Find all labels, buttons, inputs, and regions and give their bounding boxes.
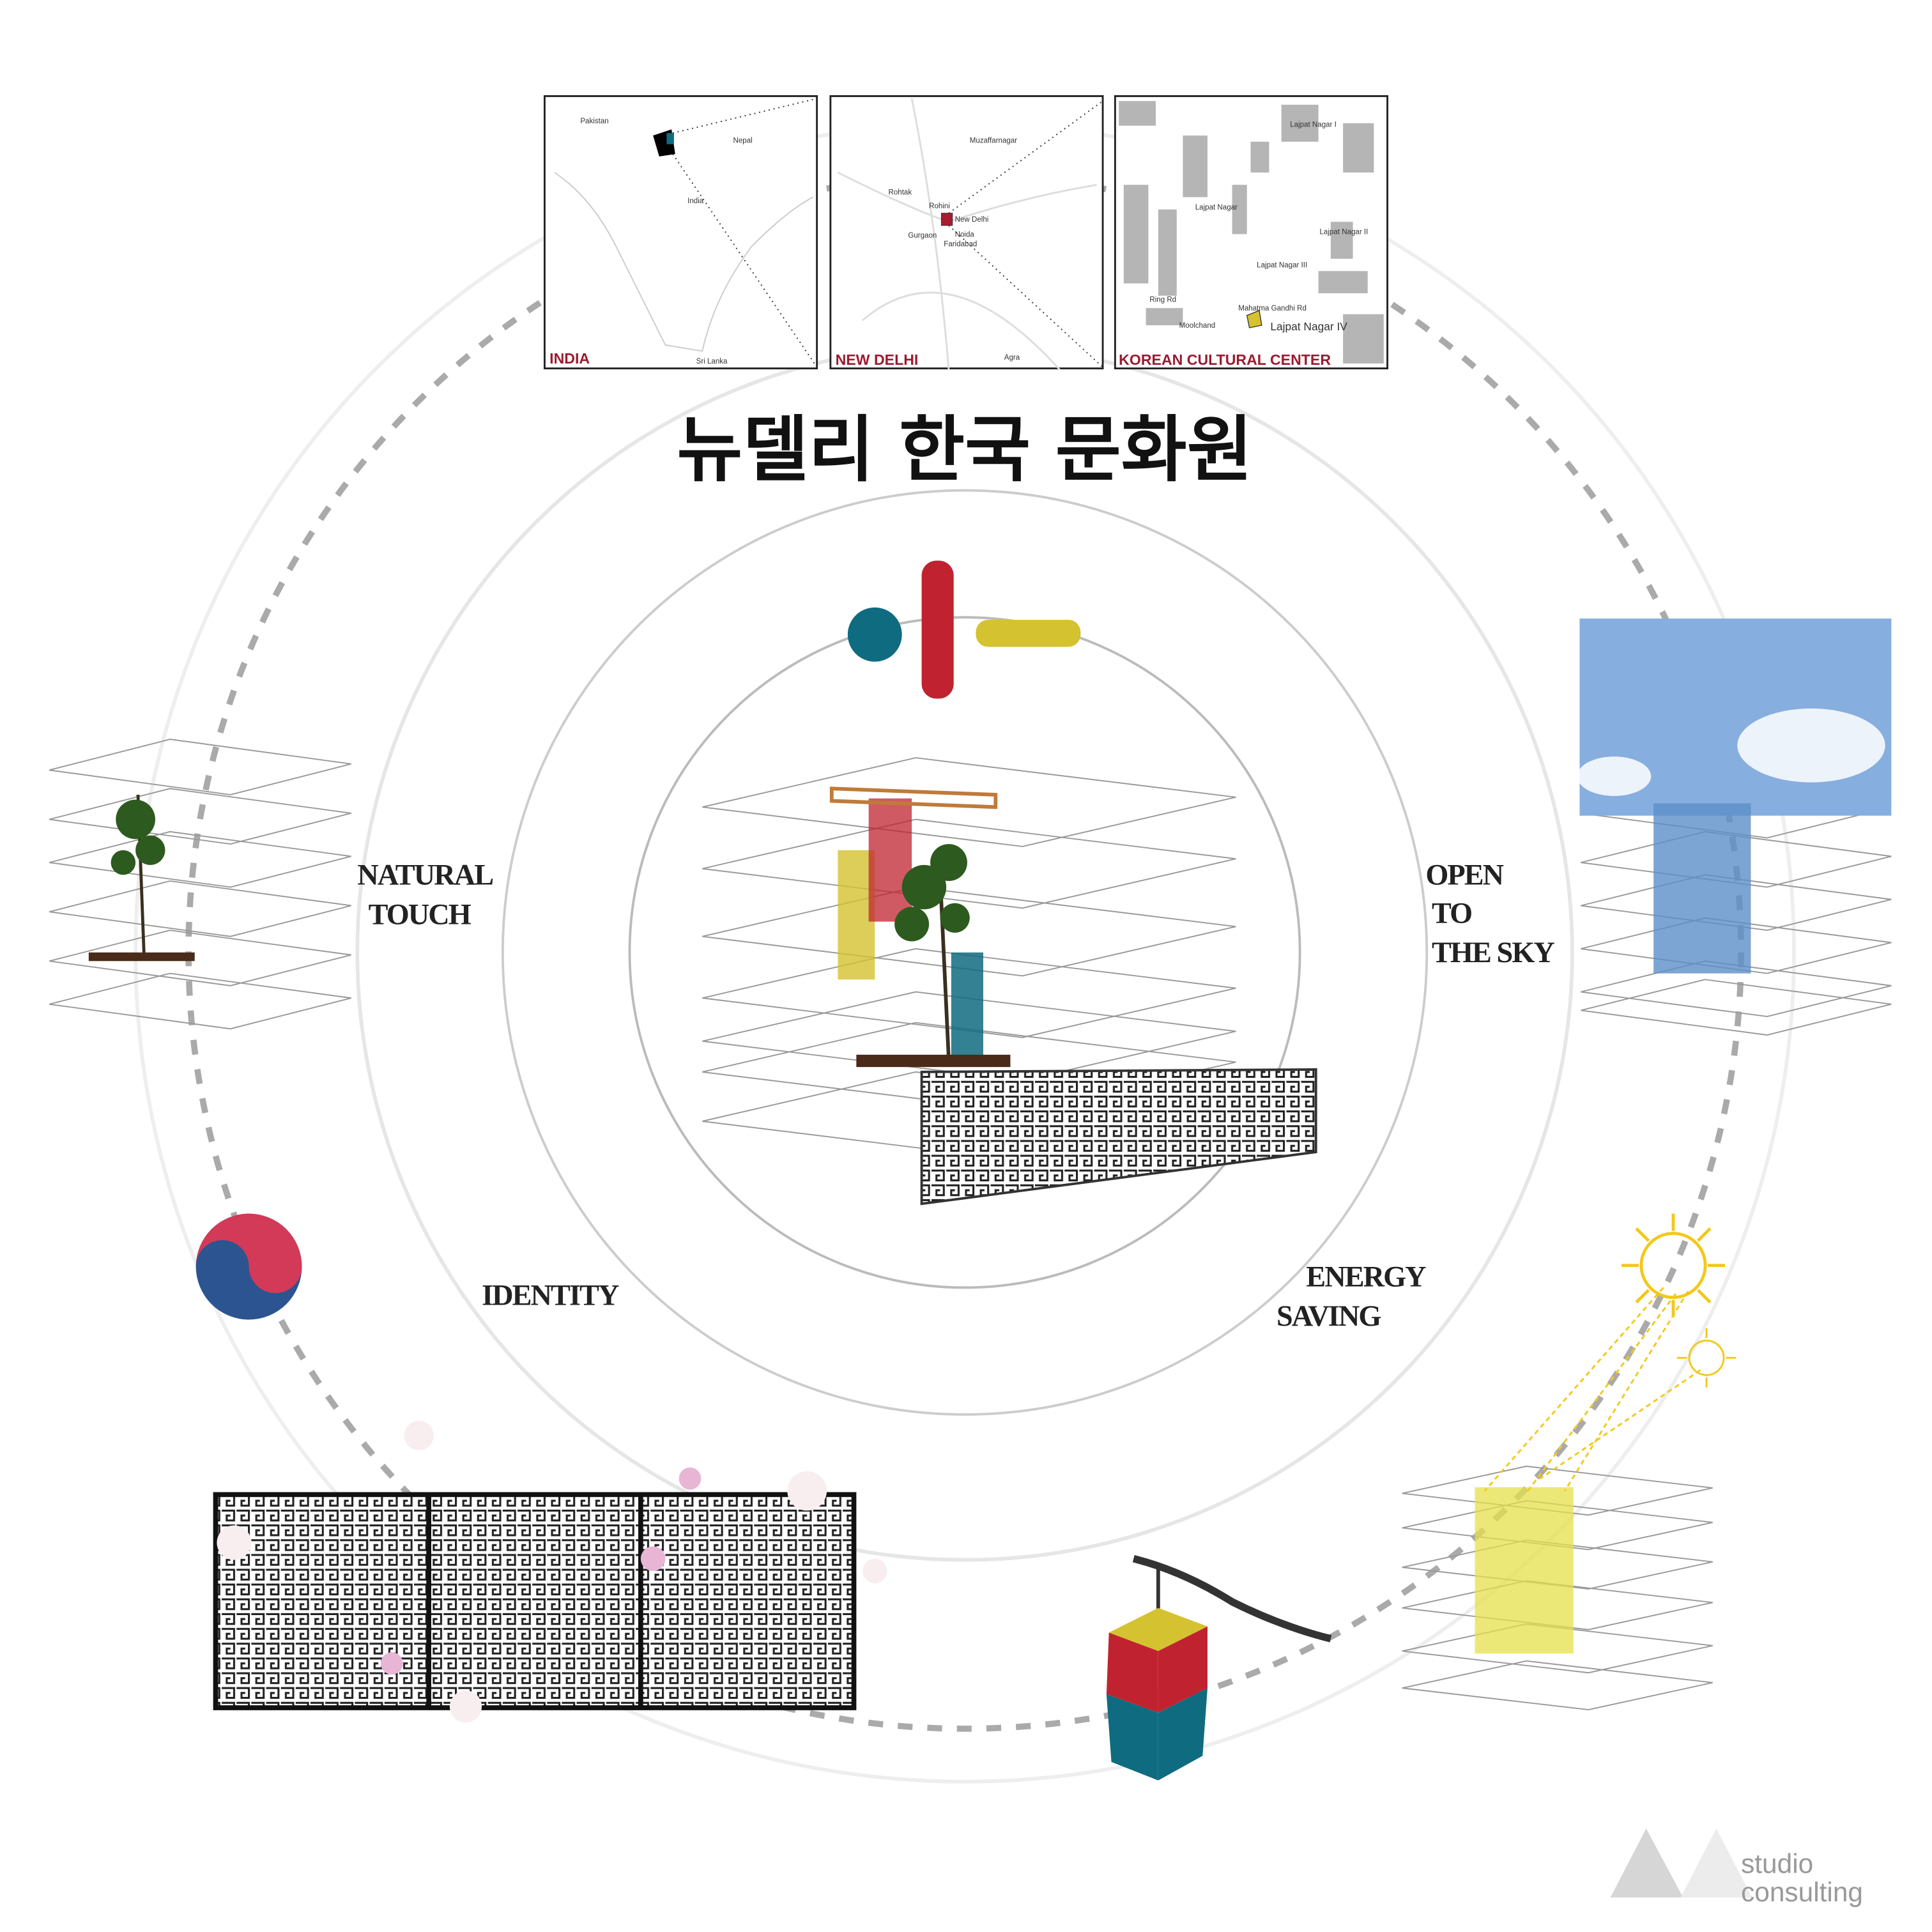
place-label: Lajpat Nagar I bbox=[1290, 121, 1337, 129]
map-label-kcc: KOREAN CULTURAL CENTER bbox=[1119, 351, 1331, 368]
place-label: Faridabad bbox=[944, 241, 977, 249]
place-label: Agra bbox=[1004, 354, 1020, 362]
taegeuk-icon bbox=[195, 1213, 302, 1320]
map-india: Pakistan Nepal India Sri Lanka INDIA bbox=[543, 95, 818, 370]
map-label-new-delhi: NEW DELHI bbox=[836, 351, 919, 368]
floor-slab bbox=[702, 818, 1236, 909]
place-label: India bbox=[687, 197, 704, 205]
svg-text:consulting: consulting bbox=[1741, 1877, 1863, 1907]
sun-volume bbox=[1475, 1487, 1574, 1654]
place-label: Lajpat Nagar II bbox=[1320, 228, 1368, 236]
map-label-india: INDIA bbox=[549, 350, 590, 367]
blue-volume bbox=[951, 952, 983, 1057]
blue-brush-stroke bbox=[847, 607, 902, 662]
map-korean-cultural-center: Lajpat Nagar I Lajpat Nagar Lajpat Nagar… bbox=[1114, 95, 1389, 370]
label-identity: IDENTITY bbox=[482, 1279, 619, 1312]
tree-canopy bbox=[894, 844, 970, 942]
studio-consulting-logo: studio consulting bbox=[1610, 1828, 1863, 1907]
place-label: New Delhi bbox=[955, 216, 989, 224]
floor-slab bbox=[702, 991, 1236, 1082]
map-new-delhi: Muzaffarnagar Rohtak Rohini New Delhi Gu… bbox=[829, 95, 1104, 371]
lattice-screen bbox=[920, 1068, 1317, 1206]
place-label: Sri Lanka bbox=[696, 358, 728, 365]
inner-ring bbox=[501, 489, 1429, 1416]
korean-title: 뉴델리 한국 문화원 bbox=[677, 409, 1253, 492]
place-label: Nepal bbox=[733, 137, 753, 145]
floor-slab bbox=[1581, 979, 1892, 1036]
floor-slab bbox=[49, 831, 351, 888]
place-label: Noida bbox=[955, 231, 975, 238]
place-label: Moolchand bbox=[1179, 322, 1216, 330]
core-ring bbox=[628, 616, 1301, 1289]
place-label: Lajpat Nagar III bbox=[1257, 262, 1307, 270]
floor-slab bbox=[49, 930, 351, 986]
place-label: Rohtak bbox=[889, 189, 912, 197]
natural-touch-diagram bbox=[49, 739, 351, 1030]
place-label: Muzaffarnagar bbox=[970, 137, 1017, 145]
floor-slab bbox=[702, 1022, 1236, 1112]
place-label: Lajpat Nagar bbox=[1195, 204, 1238, 211]
floor-slab bbox=[49, 972, 351, 1030]
place-label: Pakistan bbox=[580, 118, 608, 125]
floor-slab bbox=[49, 739, 351, 795]
sky-volume bbox=[1653, 803, 1751, 974]
place-label: Ring Rd bbox=[1149, 296, 1176, 304]
site-marker bbox=[1246, 310, 1262, 328]
identity-lattice-panel bbox=[213, 1492, 857, 1710]
place-label: Rohini bbox=[929, 203, 950, 210]
planter bbox=[856, 1054, 1011, 1068]
floor-slab bbox=[49, 788, 351, 845]
yellow-brush-stroke bbox=[976, 620, 1081, 647]
small-sun-icon bbox=[1676, 1328, 1736, 1388]
floor-slab bbox=[1402, 1660, 1713, 1711]
hibiscus-flowers bbox=[217, 1420, 887, 1723]
place-label: Lajpat Nagar IV bbox=[1270, 320, 1347, 333]
red-brush-stroke bbox=[921, 560, 954, 699]
red-volume bbox=[868, 798, 912, 922]
floor-slab bbox=[49, 880, 351, 937]
svg-text:studio: studio bbox=[1741, 1848, 1813, 1878]
sun-rays bbox=[1483, 1287, 1701, 1492]
floor-slab bbox=[702, 757, 1236, 847]
place-label: Mahatma Gandhi Rd bbox=[1238, 305, 1307, 312]
new-delhi-marker bbox=[940, 213, 953, 226]
wood-frame bbox=[829, 786, 998, 809]
natural-touch-tree bbox=[88, 794, 195, 962]
sun-icon bbox=[1621, 1213, 1725, 1317]
lantern-icon bbox=[1106, 1555, 1332, 1781]
place-label: Gurgaon bbox=[908, 232, 937, 240]
